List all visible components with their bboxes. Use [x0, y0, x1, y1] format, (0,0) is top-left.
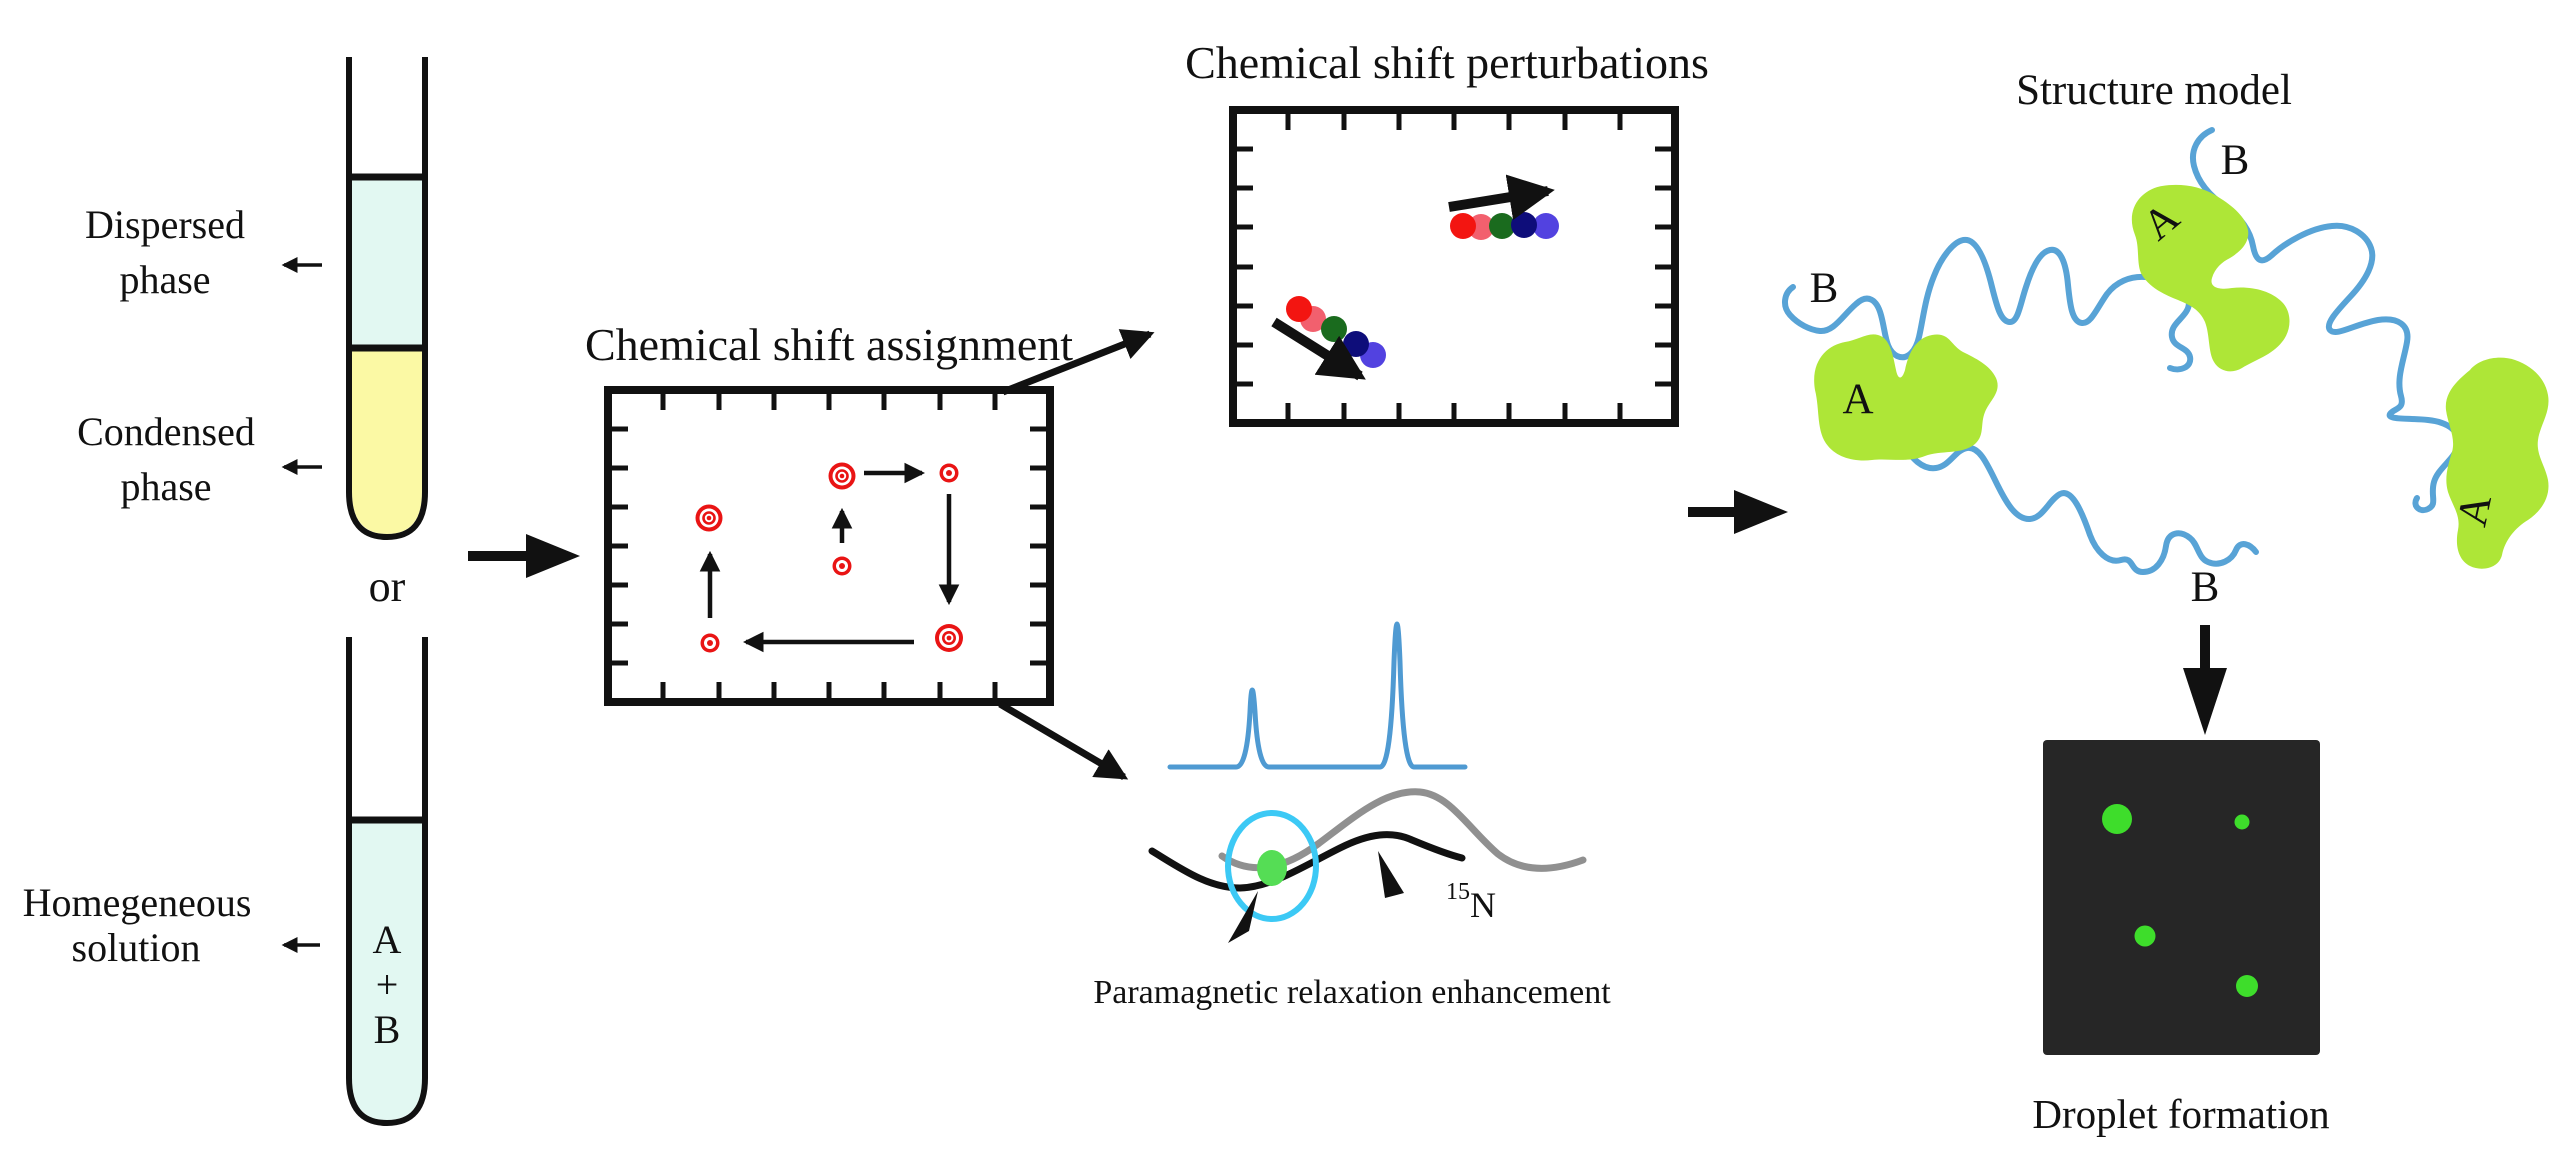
- assignment-walk-arrows: [699, 462, 960, 653]
- structure-title: Structure model: [2016, 67, 2292, 114]
- pre-title: Paramagnetic relaxation enhancement: [1093, 974, 1611, 1011]
- pre-black-chain-curve: [1148, 831, 1466, 892]
- tube-content-a: A: [373, 917, 402, 962]
- droplet-micrograph: [2043, 740, 2320, 1055]
- dispersed-label-line1: Dispersed: [85, 202, 245, 247]
- perturbations-axis-ticks: [1237, 114, 1671, 419]
- condensed-label-line1: Condensed: [77, 409, 255, 454]
- contour-peak-large: [828, 462, 856, 490]
- blob-a-top-center: [2131, 184, 2290, 372]
- csp-shift-arrow-upper-icon: [1448, 174, 1555, 220]
- droplet-icon: [2234, 814, 2250, 830]
- arrow-perturbations-to-structure-icon: [1688, 490, 1788, 534]
- assignment-title: Chemical shift assignment: [585, 319, 1073, 370]
- tube-content-plus: +: [376, 962, 399, 1007]
- structure-label-a-1: A: [1842, 376, 1873, 423]
- homogeneous-label-line1: Homegeneous: [23, 880, 252, 925]
- or-label: or: [369, 562, 406, 611]
- perturbations-title: Chemical shift perturbations: [1185, 37, 1709, 88]
- condensed-phase-label: Condensed phase: [77, 409, 322, 509]
- contour-peak-small: [832, 556, 852, 576]
- csp-shift-arrow-lower-icon: [1271, 317, 1366, 381]
- tube-content-b: B: [374, 1007, 401, 1052]
- droplet-title: Droplet formation: [2032, 1091, 2329, 1137]
- pre-pointer-right-icon: [1378, 851, 1404, 898]
- droplet-icon: [2134, 925, 2156, 947]
- condensed-label-line2: phase: [120, 464, 211, 509]
- pre-spin-label-dot-icon: [1257, 850, 1287, 886]
- phase-separated-tube: [346, 57, 428, 541]
- pre-spin-label-circle-icon: [1225, 810, 1319, 922]
- assignment-axis-ticks: [612, 394, 1046, 698]
- arrow-assignment-to-perturbations-icon: [1001, 329, 1155, 396]
- chain-b-bottom: [1899, 441, 2259, 576]
- contour-peak-small: [939, 463, 959, 483]
- perturbations-spectrum-box: [1229, 106, 1679, 427]
- contour-peak-small: [700, 633, 720, 653]
- blob-a-right: [2445, 357, 2549, 569]
- dispersed-phase-label: Dispersed phase: [85, 202, 322, 302]
- structure-label-b-bottom: B: [2191, 564, 2220, 611]
- dispersed-label-line2: phase: [119, 257, 210, 302]
- assignment-spectrum-box: [604, 386, 1054, 706]
- blob-a-bottom-left: [1814, 334, 1998, 461]
- structure-model-panel: Structure model B B B A A A: [1782, 67, 2549, 611]
- isotope-symbol: N: [1470, 885, 1496, 925]
- pre-pointer-left-icon: [1228, 891, 1258, 943]
- homogeneous-tube: A + B: [346, 637, 428, 1127]
- structure-label-b-left: B: [1810, 265, 1839, 312]
- contour-peak-large: [935, 624, 963, 652]
- csp-dot-series-upper: [1450, 212, 1559, 240]
- droplet-icon: [2236, 975, 2258, 997]
- arrow-assignment-to-pre-icon: [998, 700, 1129, 781]
- structure-label-b-top: B: [2221, 137, 2250, 184]
- pre-panel: 15 N Paramagnetic relaxation enhancement: [1093, 621, 1611, 1011]
- contour-peak-large: [695, 504, 723, 532]
- arrow-tubes-to-assignment-icon: [468, 534, 580, 578]
- pre-1d-spectrum: [1167, 621, 1468, 770]
- homogeneous-label-line2: solution: [72, 925, 201, 970]
- isotope-superscript: 15: [1446, 879, 1470, 905]
- droplet-icon: [2102, 804, 2132, 834]
- arrow-structure-to-droplet-icon: [2183, 625, 2227, 735]
- homogeneous-solution-label: Homegeneous solution: [23, 880, 320, 970]
